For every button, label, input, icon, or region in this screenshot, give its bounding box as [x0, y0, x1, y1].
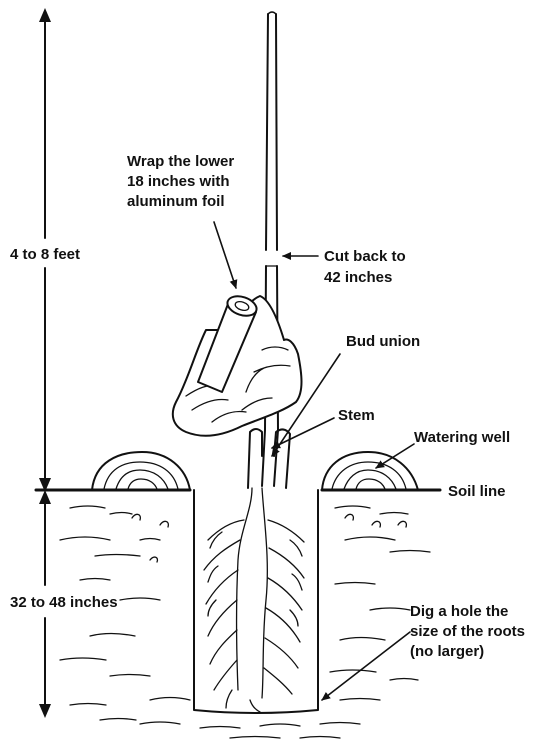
wrap-label-line1: Wrap the lower: [127, 153, 234, 170]
cut-back-label-line2: 42 inches: [324, 269, 392, 286]
cut-back-label-line1: Cut back to: [324, 248, 406, 265]
wrap-label-line2: 18 inches with: [127, 173, 230, 190]
tree-roots: [204, 488, 304, 712]
dig-hole-label-line3: (no larger): [410, 643, 484, 660]
height-label: 4 to 8 feet: [10, 246, 80, 263]
soil-line-label: Soil line: [448, 483, 506, 500]
watering-well-mound-left: [92, 452, 190, 490]
watering-well-label: Watering well: [414, 429, 510, 446]
dig-hole-label-line1: Dig a hole the: [410, 603, 508, 620]
planting-hole: [194, 490, 318, 713]
bud-union-label: Bud union: [346, 333, 420, 350]
depth-label: 32 to 48 inches: [10, 594, 118, 611]
aluminum-foil-illustration: [173, 293, 302, 436]
label-leaders: [214, 222, 414, 700]
wrap-label-line3: aluminum foil: [127, 193, 225, 210]
watering-well-mound-right: [322, 452, 418, 490]
dig-hole-label-line2: size of the roots: [410, 623, 525, 640]
stem-label: Stem: [338, 407, 375, 424]
soil-texture: [60, 506, 430, 738]
